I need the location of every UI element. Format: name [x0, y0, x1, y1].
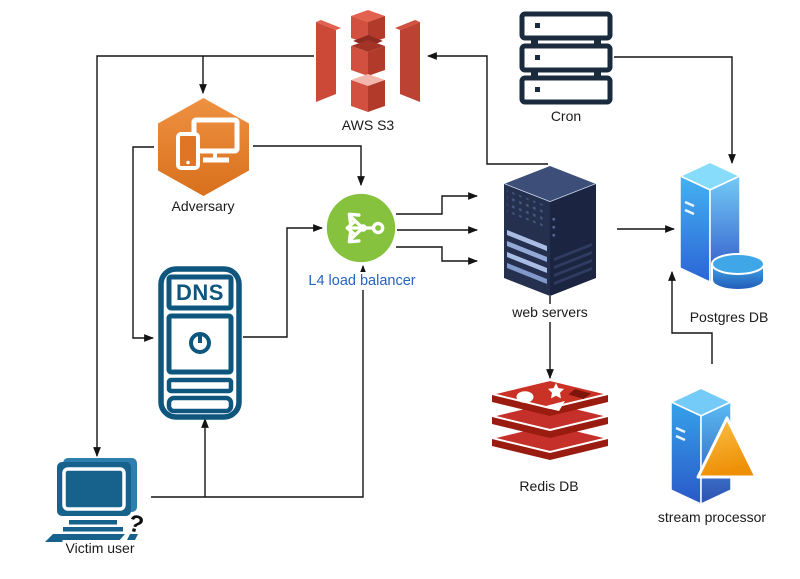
node-label-redis-db: Redis DB [516, 478, 582, 496]
edge-victim-user-to-load-balancer [151, 264, 367, 498]
edge-load-balancer-to-web-servers-1 [396, 192, 479, 215]
dns-title-text: DNS [176, 279, 224, 305]
stream-processor-icon [668, 386, 758, 506]
server-stack-icon [519, 11, 613, 105]
node-label-adversary: Adversary [168, 198, 238, 216]
edge-dns-to-load-balancer [243, 224, 324, 338]
node-label-postgres-db: Postgres DB [686, 309, 772, 327]
redis-stack-icon [492, 380, 608, 460]
s3-bucket-icon [316, 10, 420, 112]
edge-load-balancer-to-web-servers-3 [396, 246, 479, 265]
node-label-aws-s3: AWS S3 [338, 117, 398, 135]
database-box-cylinder-icon [677, 160, 765, 291]
edge-web-servers-to-aws-s3 [426, 52, 548, 165]
question-mark: ? [126, 510, 147, 540]
dns-server-tower-icon [158, 266, 242, 420]
desktop-computer-icon: ? [45, 458, 147, 542]
edge-aws-s3-to-victim-user [93, 55, 314, 458]
devices-hexagon-icon [158, 98, 249, 196]
node-label-web-servers: web servers [509, 304, 591, 322]
load-balancer-icon [326, 193, 396, 263]
server-tower-icon [504, 166, 596, 296]
node-label-load-balancer: L4 load balancer [305, 272, 419, 291]
node-label-victim-user: Victim user [62, 540, 138, 558]
edge-adversary-to-load-balancer [253, 145, 365, 187]
node-label-cron: Cron [547, 108, 585, 126]
node-label-stream-processor: stream processor [654, 509, 770, 527]
edge-cron-to-postgres-db [614, 56, 736, 165]
edge-stream-processor-to-postgres-db [668, 270, 713, 364]
power-icon [189, 332, 211, 354]
edge-adversary-to-dns [132, 146, 155, 342]
